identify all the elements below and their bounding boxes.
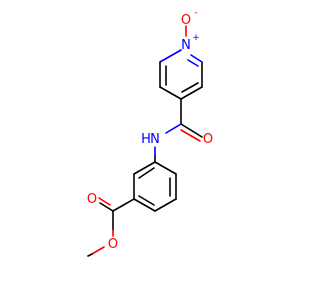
bond-amide-cn xyxy=(165,123,182,134)
ester-ether-oxygen-label: O xyxy=(108,237,118,252)
bond-ester-co xyxy=(99,202,114,212)
n-oxide-oxygen-label: O xyxy=(181,13,191,28)
molecule-structure: N + O - N H O O O xyxy=(87,8,213,257)
bond-c4-c5 xyxy=(180,86,203,100)
n-oxide-nitrogen-charge: + xyxy=(192,33,200,43)
bond-o-methyl-2 xyxy=(87,253,93,257)
amide-oxygen-label: O xyxy=(203,132,213,147)
bond-b6-b1-inner xyxy=(138,167,155,179)
pyridine-ring xyxy=(159,49,203,100)
bond-amide-co-double xyxy=(180,129,201,142)
bond-o-methyl xyxy=(91,246,105,255)
bond-ring-ester-c xyxy=(112,198,135,212)
benzene-ring xyxy=(133,161,177,212)
bond-c6-n xyxy=(190,54,203,63)
bond-amide-co xyxy=(180,123,203,138)
ester-carbonyl-oxygen-label: O xyxy=(87,192,97,207)
n-oxide-oxygen-charge: - xyxy=(194,8,197,18)
bond-n-c2 xyxy=(159,49,182,63)
n-oxide-nitrogen-label: N xyxy=(181,38,191,53)
bond-c6-n-inner xyxy=(187,59,199,67)
bond-ester-co-double xyxy=(98,197,111,206)
amide-nitrogen-label: N xyxy=(150,132,160,147)
bond-c3-c4 xyxy=(159,86,182,100)
bond-b4-b5-inner xyxy=(138,195,155,206)
bond-b1-b2 xyxy=(154,161,177,175)
bond-b4-b5 xyxy=(133,198,156,212)
bond-b6-b1 xyxy=(133,161,156,175)
amide-hydrogen-label: H xyxy=(141,132,151,147)
bond-b3-b4 xyxy=(154,198,177,212)
bond-c4-c5-inner xyxy=(181,82,199,93)
amide-carbonyl xyxy=(180,123,203,142)
ester-group xyxy=(87,197,135,257)
